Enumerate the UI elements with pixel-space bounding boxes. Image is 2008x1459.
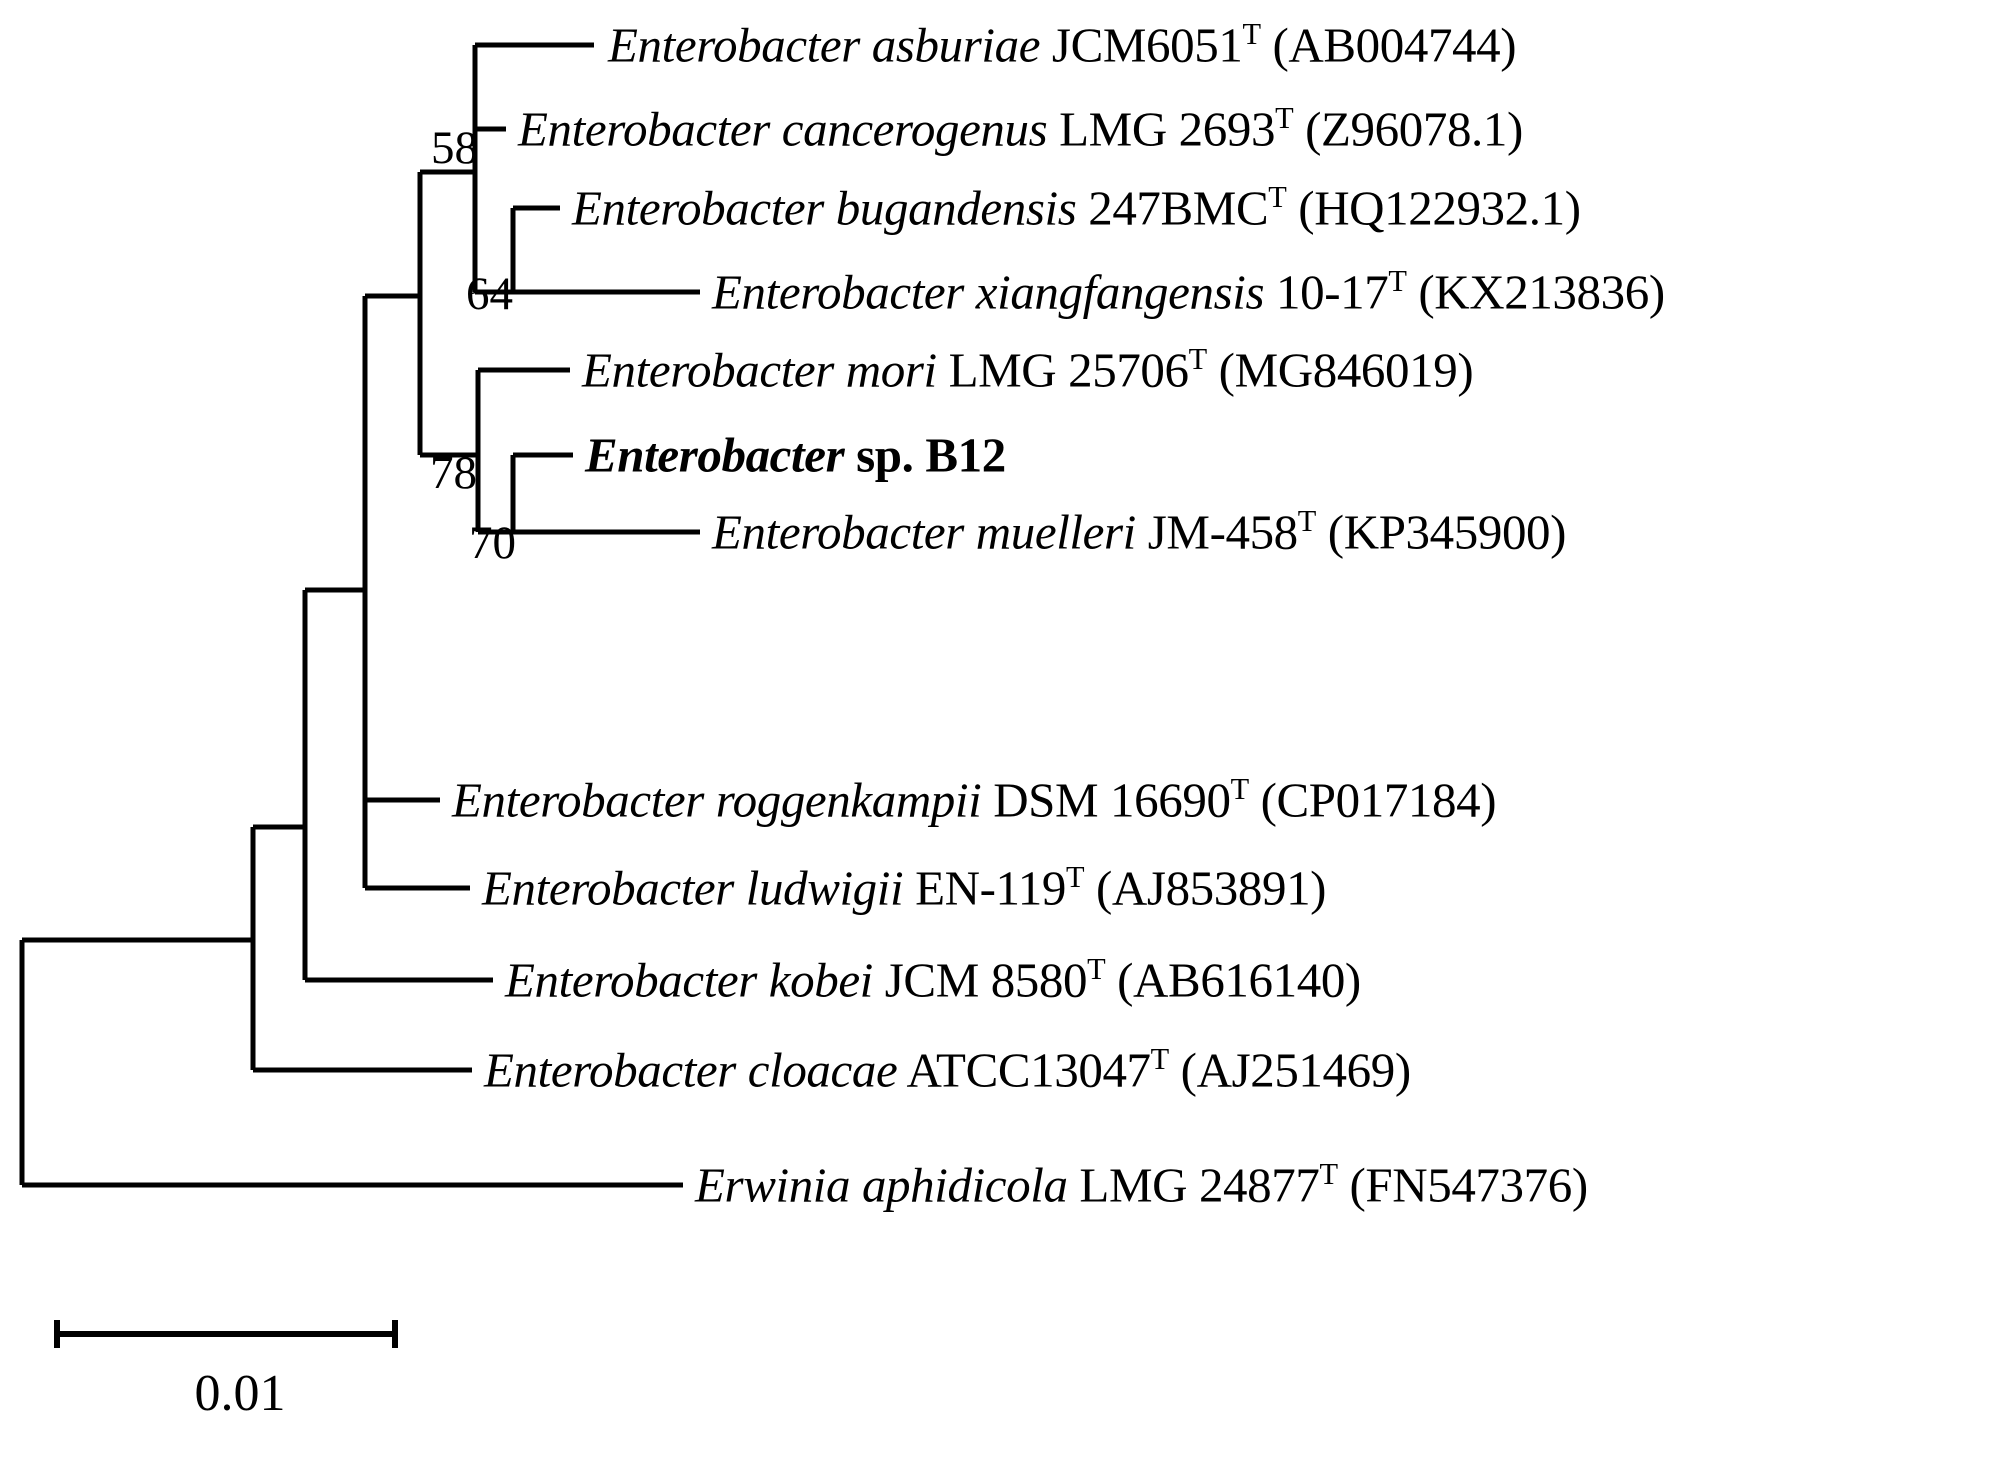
strain-designation: DSM 16690	[981, 772, 1231, 828]
strain-designation: LMG 25706	[936, 342, 1189, 398]
taxon-label-cloacae: Enterobacter cloacae ATCC13047T (AJ25146…	[484, 1042, 1412, 1098]
strain-designation: JM-458	[1135, 504, 1298, 560]
type-strain-marker: T	[1275, 101, 1294, 136]
taxon-label-ludwigii: Enterobacter ludwigii EN-119T (AJ853891)	[482, 860, 1327, 916]
strain-designation: 247BMC	[1076, 180, 1269, 236]
accession-number: (KP345900)	[1315, 504, 1567, 560]
taxon-label-sp-b12: Enterobacter sp. B12	[585, 431, 1006, 480]
species-name: Erwinia aphidicola	[695, 1157, 1068, 1213]
strain-designation: ATCC13047	[897, 1042, 1151, 1098]
strain-designation: LMG 24877	[1067, 1157, 1320, 1213]
taxon-label-asburiae: Enterobacter asburiae JCM6051T (AB004744…	[608, 17, 1517, 73]
taxon-label-aphidicola: Erwinia aphidicola LMG 24877T (FN547376)	[695, 1157, 1588, 1213]
accession-number: (HQ122932.1)	[1286, 180, 1581, 236]
accession-number: (FN547376)	[1337, 1157, 1588, 1213]
species-name: Enterobacter muelleri	[712, 504, 1136, 560]
type-strain-marker: T	[1242, 17, 1261, 52]
species-name: Enterobacter xiangfangensis	[712, 264, 1265, 320]
taxon-label-muelleri: Enterobacter muelleri JM-458T (KP345900)	[712, 504, 1567, 560]
strain-designation: EN-119	[903, 860, 1066, 916]
strain-designation: 10-17	[1264, 264, 1389, 320]
accession-number: (CP017184)	[1248, 772, 1497, 828]
accession-number: (MG846019)	[1206, 342, 1474, 398]
type-strain-marker: T	[1087, 952, 1106, 987]
bootstrap-value-70: 70	[469, 517, 516, 569]
strain-designation: JCM6051	[1040, 17, 1243, 73]
bootstrap-value-78: 78	[430, 447, 477, 499]
species-name: Enterobacter	[585, 427, 845, 483]
taxon-label-mori: Enterobacter mori LMG 25706T (MG846019)	[582, 342, 1474, 398]
taxon-label-xiangfangensis: Enterobacter xiangfangensis 10-17T (KX21…	[712, 264, 1665, 320]
species-name: Enterobacter cloacae	[484, 1042, 898, 1098]
species-name: Enterobacter bugandensis	[572, 180, 1077, 236]
type-strain-marker: T	[1319, 1157, 1338, 1192]
type-strain-marker: T	[1388, 264, 1407, 299]
species-name: Enterobacter kobei	[505, 952, 873, 1008]
bootstrap-value-58: 58	[431, 122, 478, 174]
type-strain-marker: T	[1150, 1042, 1170, 1077]
accession-number: (AB616140)	[1105, 952, 1361, 1008]
accession-number: (AJ853891)	[1084, 860, 1327, 916]
strain-designation: LMG 2693	[1047, 101, 1276, 157]
species-name: Enterobacter asburiae	[608, 17, 1041, 73]
accession-number: (KX213836)	[1406, 264, 1665, 320]
accession-number: (Z96078.1)	[1293, 101, 1523, 157]
taxon-label-bugandensis: Enterobacter bugandensis 247BMCT (HQ1229…	[572, 180, 1581, 236]
type-strain-marker: T	[1188, 342, 1208, 377]
branch-group	[19, 42, 700, 1188]
species-name: Enterobacter ludwigii	[482, 860, 904, 916]
scale-bar-caption: 0.01	[194, 1365, 286, 1422]
bootstrap-value-64: 64	[466, 268, 513, 320]
strain-designation: JCM 8580	[872, 952, 1088, 1008]
taxon-label-cancerogenus: Enterobacter cancerogenus LMG 2693T (Z96…	[518, 101, 1523, 157]
strain-designation: sp. B12	[844, 427, 1006, 483]
taxon-label-roggenkampii: Enterobacter roggenkampii DSM 16690T (CP…	[452, 772, 1497, 828]
taxon-label-kobei: Enterobacter kobei JCM 8580T (AB616140)	[505, 952, 1361, 1008]
accession-number: (AJ251469)	[1168, 1042, 1412, 1098]
species-name: Enterobacter cancerogenus	[518, 101, 1048, 157]
species-name: Enterobacter mori	[582, 342, 937, 398]
scale-bar-group	[54, 1320, 398, 1348]
type-strain-marker: T	[1297, 504, 1317, 539]
type-strain-marker: T	[1066, 860, 1085, 895]
species-name: Enterobacter roggenkampii	[452, 772, 982, 828]
accession-number: (AB004744)	[1260, 17, 1517, 73]
type-strain-marker: T	[1230, 772, 1250, 807]
type-strain-marker: T	[1268, 180, 1287, 215]
